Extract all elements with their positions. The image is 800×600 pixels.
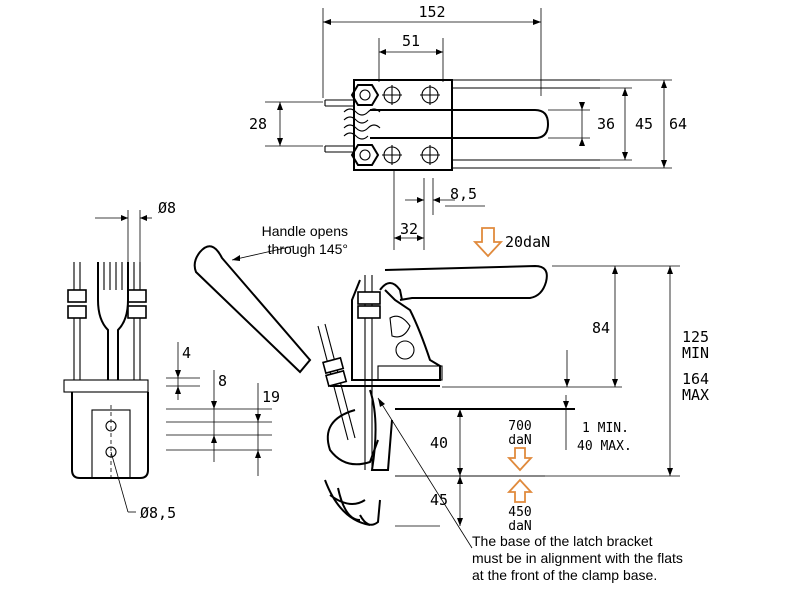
dim-40: 40 xyxy=(430,434,448,452)
front-view: Ø8 Ø8,5 4 xyxy=(63,199,280,522)
base-note-line2: must be in alignment with the flats xyxy=(472,550,683,566)
force-450-value: 450 xyxy=(508,505,531,520)
dim-45-top: 45 xyxy=(635,115,653,133)
dim-84: 84 xyxy=(592,319,610,337)
force-700-arrow xyxy=(506,447,534,472)
force-450-unit: daN xyxy=(508,519,531,534)
base-note-line3: at the front of the clamp base. xyxy=(472,567,657,583)
dim-51: 51 xyxy=(402,32,420,50)
min-max-line1: 1 MIN. xyxy=(582,421,629,436)
handle-note-line2: through 145° xyxy=(268,241,348,257)
handle-force-label: 20daN xyxy=(505,233,550,251)
side-view: 20daN 84 125 MIN 164 MAX 40 45 1 MIN. 40… xyxy=(193,227,709,549)
dim-64: 64 xyxy=(669,115,687,133)
force-700-value: 700 xyxy=(508,419,531,434)
dim-152: 152 xyxy=(418,3,445,21)
base-note-line1: The base of the latch bracket xyxy=(472,533,653,549)
notes: Handle opens through 145° The base of th… xyxy=(262,223,683,583)
min-max-line2: 40 MAX. xyxy=(577,439,632,454)
dim-8: 8 xyxy=(218,372,227,390)
dim-max: MAX xyxy=(682,386,709,404)
dim-32: 32 xyxy=(400,220,418,238)
force-450-arrow xyxy=(506,478,534,503)
dim-8-5-top: 8,5 xyxy=(450,185,477,203)
dim-min: MIN xyxy=(682,344,709,362)
dim-45-bottom: 45 xyxy=(430,491,448,509)
dim-36: 36 xyxy=(597,115,615,133)
dim-dia8-5: Ø8,5 xyxy=(140,504,176,522)
top-view: 152 51 xyxy=(249,3,687,250)
dim-19: 19 xyxy=(262,388,280,406)
dim-4: 4 xyxy=(182,344,191,362)
force-700-unit: daN xyxy=(508,433,531,448)
handle-force-arrow xyxy=(472,227,504,258)
dim-125: 125 xyxy=(682,328,709,346)
dim-28: 28 xyxy=(249,115,267,133)
handle-note-line1: Handle opens xyxy=(262,223,348,239)
dim-dia8: Ø8 xyxy=(158,199,176,217)
dim-164: 164 xyxy=(682,370,709,388)
